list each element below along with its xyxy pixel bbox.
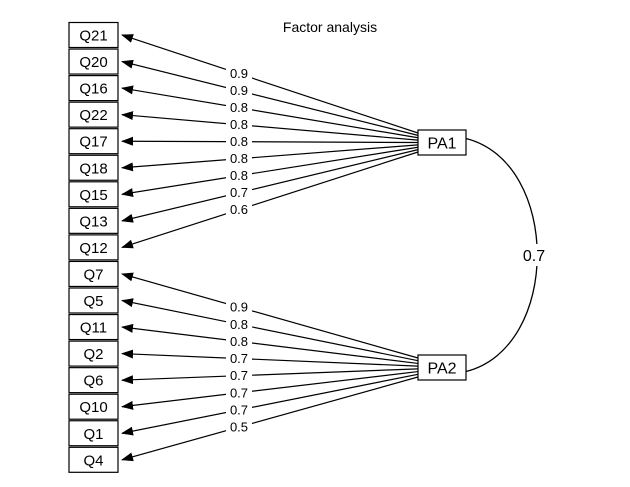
loading-label-bg [226,300,252,314]
item-box-q5 [68,287,119,314]
factor-label-pa1: PA1 [427,136,456,153]
loading-value-q17: 0.8 [230,134,248,149]
loading-value-q1: 0.7 [230,402,248,417]
loading-label-bg [226,66,252,80]
loading-label-bg [226,185,252,199]
loading-value-q7: 0.9 [230,300,248,315]
factor-box-pa1 [417,129,467,156]
loading-arrow-pa1-q15 [121,146,419,198]
loading-label-bg [226,202,252,216]
loading-labels: 0.9 0.9 0.8 0.8 0.8 0.8 0.8 0.7 0.6 0.9 0.8 0.8 0.7 0… [226,66,252,435]
loading-value-q13: 0.7 [230,185,248,200]
item-label-q13: Q13 [79,213,107,230]
item-label-q22: Q22 [79,107,107,124]
correlation-label-bg [516,244,552,266]
item-box-q20 [68,48,119,75]
loading-value-q22: 0.8 [230,117,248,132]
item-label-q21: Q21 [79,28,107,45]
item-box-q2 [68,340,119,367]
item-nodes: Q21Q20Q16Q22Q17Q18Q15Q13Q12Q7Q5Q11Q2Q6Q1… [68,21,119,473]
loading-arrow-pa2-q10 [121,370,419,410]
loading-edges [121,34,419,462]
loading-label-bg [226,134,252,148]
loading-arrow-pa1-q16 [121,85,419,139]
loading-value-q5: 0.8 [230,317,248,332]
loading-arrow-pa2-q5 [121,298,419,362]
item-label-q16: Q16 [79,81,107,98]
loading-label-bg [226,151,252,165]
loading-label-bg [226,351,252,365]
loading-value-q20: 0.9 [230,83,248,98]
loading-value-q11: 0.8 [230,334,248,349]
loading-value-q2: 0.7 [230,351,248,366]
loading-value-q10: 0.7 [230,385,248,400]
loading-label-bg [226,402,252,416]
loading-label-bg [226,117,252,131]
loading-arrow-pa2-q4 [121,376,419,462]
item-label-q10: Q10 [79,399,107,416]
item-label-q12: Q12 [79,240,107,257]
loading-arrow-pa2-q6 [121,368,419,385]
loading-arrow-pa2-q7 [121,272,419,359]
item-box-q16 [68,74,119,102]
loading-arrow-pa1-q12 [121,151,419,249]
item-label-q5: Q5 [83,293,103,310]
item-label-q15: Q15 [79,187,107,204]
loading-label-bg [226,368,252,382]
loading-label-bg [226,317,252,331]
item-label-q2: Q2 [83,346,103,363]
loading-arrow-pa1-q18 [121,144,419,172]
loading-arrow-pa1-q17 [121,136,419,146]
loading-label-bg [226,334,252,348]
loading-arrow-pa2-q1 [121,373,419,436]
item-box-q18 [68,154,119,181]
item-label-q4: Q4 [83,452,103,469]
loading-arrow-pa1-q21 [121,34,419,134]
item-box-q21 [68,21,119,49]
item-label-q18: Q18 [79,160,107,177]
item-box-q1 [68,420,119,447]
item-box-q11 [68,313,119,341]
loading-value-q21: 0.9 [230,66,248,81]
item-box-q7 [68,260,119,288]
loading-arrow-pa1-q22 [121,111,419,141]
item-box-q4 [68,446,119,473]
item-box-q12 [68,234,119,261]
item-box-q13 [68,207,119,234]
loading-arrow-pa2-q11 [121,323,419,365]
loading-label-bg [226,385,252,399]
item-box-q6 [68,367,119,394]
item-box-q15 [68,181,119,208]
item-label-q17: Q17 [79,134,107,151]
loading-arrow-pa1-q20 [121,59,419,136]
loading-label-bg [226,168,252,182]
loading-label-bg [226,100,252,114]
loading-arrow-pa2-q2 [121,349,419,367]
loading-arrow-pa1-q13 [121,149,419,223]
loading-label-bg [226,83,252,97]
item-box-q17 [68,128,119,155]
loading-label-bg [226,420,252,434]
item-label-q6: Q6 [83,373,103,390]
factor-correlation: 0.7 [465,137,552,373]
item-box-q22 [68,101,119,128]
item-box-q10 [68,393,119,420]
loading-value-q18: 0.8 [230,151,248,166]
loading-value-q6: 0.7 [230,368,248,383]
item-label-q11: Q11 [80,320,107,337]
factor-box-pa2 [417,354,467,381]
diagram-title: Factor analysis [283,19,377,35]
loading-value-q12: 0.6 [230,202,248,217]
item-label-q7: Q7 [83,266,103,283]
loading-value-q15: 0.8 [230,168,248,183]
item-label-q1: Q1 [83,426,103,443]
item-label-q20: Q20 [79,54,107,71]
loading-value-q4: 0.5 [230,420,248,435]
factor-label-pa2: PA2 [427,361,456,378]
correlation-value: 0.7 [523,248,545,265]
loading-value-q16: 0.8 [230,100,248,115]
